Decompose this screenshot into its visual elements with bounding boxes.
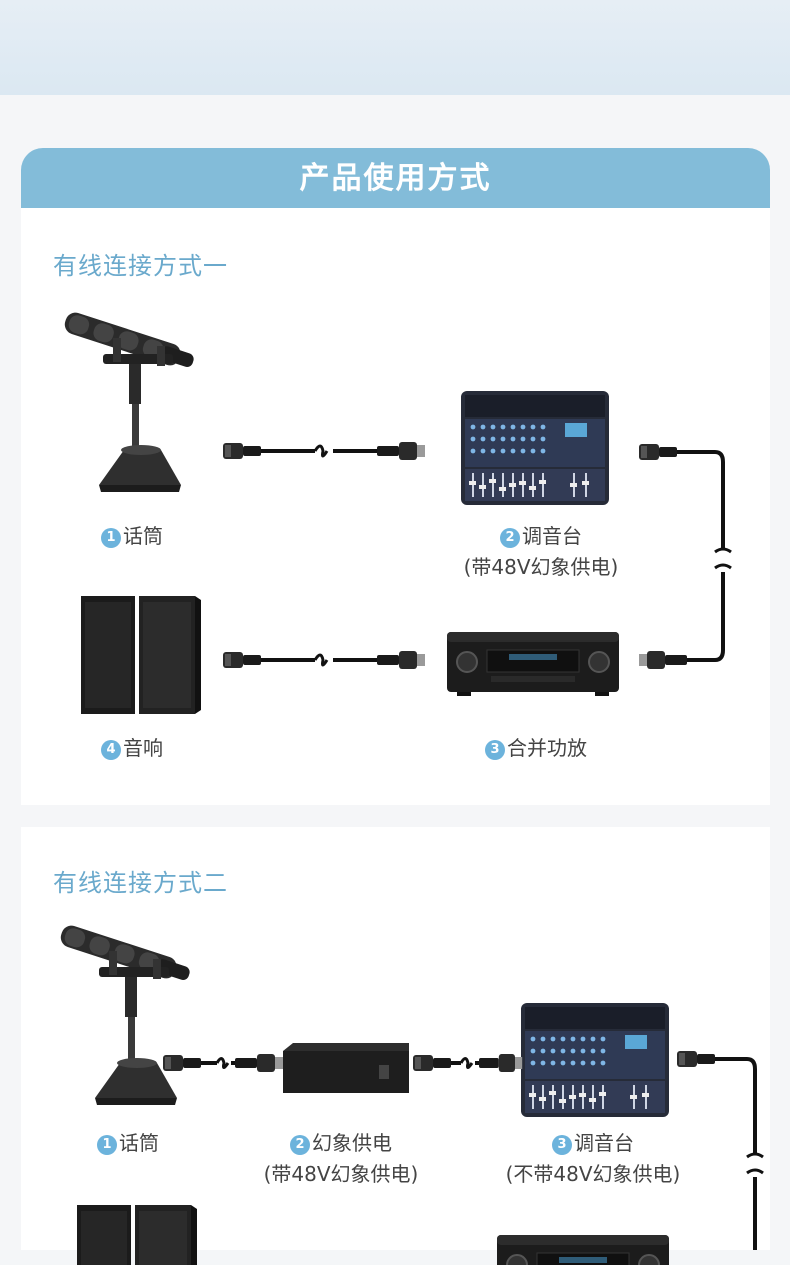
xlr-cable-icon [223,442,425,460]
xlr-cable-icon [677,1051,764,1250]
banner-title: 产品使用方式 [21,148,770,208]
speaker-pair-icon [77,1205,197,1265]
cable-diagram-2 [163,1051,764,1250]
speaker-pair-icon [81,596,201,714]
amplifier-icon [446,631,620,697]
xlr-cable-icon [413,1054,523,1072]
amplifier-icon [496,1234,670,1265]
xlr-cable-icon [639,444,732,669]
xlr-cable-icon [163,1054,283,1072]
cable-diagram-1 [223,442,732,669]
section1-title: 有线连接方式一 [53,252,228,280]
xlr-cable-icon [223,651,425,669]
top-band [0,0,790,95]
mixer-icon [461,391,609,505]
section2-title: 有线连接方式二 [53,869,228,897]
